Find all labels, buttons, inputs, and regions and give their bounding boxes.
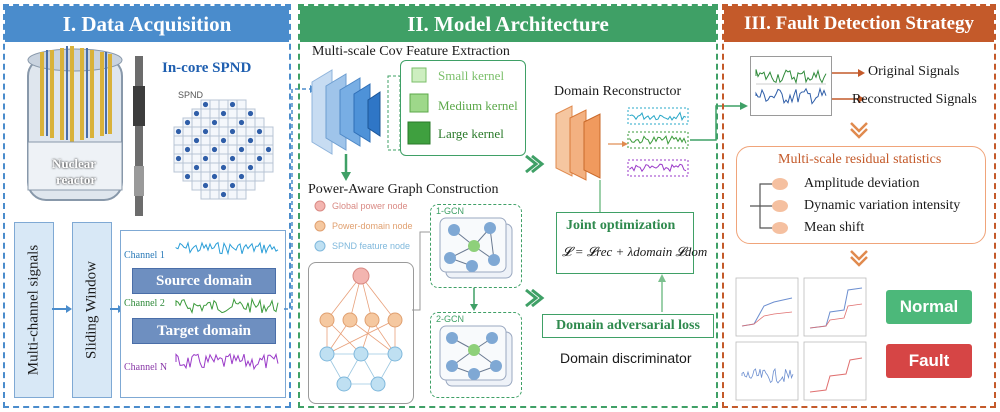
source-domain-label: Source domain (156, 272, 252, 289)
panel-1-header: I. Data Acquisition (5, 6, 289, 42)
kernel-large-label: Large kernel (438, 126, 504, 141)
connector-graph-to-gcn (412, 231, 430, 311)
gcn-1-box (430, 204, 522, 288)
nuclear-reactor-illustration (27, 46, 123, 201)
channel-n-label: Channel N (124, 362, 168, 373)
core-map-grid (173, 99, 274, 200)
panel-model-architecture: II. Model Architecture (298, 4, 718, 408)
arrow-signals-to-window (52, 305, 72, 313)
legend-global-power-node: Global power node (332, 201, 408, 211)
kernel-medium-label: Medium kernel (438, 98, 518, 113)
reactor-label-line-2: reactor (56, 172, 97, 187)
kernel-cubes (407, 67, 431, 145)
residual-bracket (750, 178, 788, 234)
adversarial-loss-box: Domain adversarial loss (542, 314, 714, 338)
legend-power-domain-node: Power-domain node (332, 221, 413, 231)
spnd-tag: SPND (178, 90, 204, 100)
hierarchy-graph-box (308, 262, 414, 404)
multi-channel-signals-box: Multi-channel signals (14, 222, 54, 398)
incore-spnd-label: In-core SPND (162, 60, 252, 76)
chevron-down-icon (850, 122, 868, 139)
adversarial-loss-label: Domain adversarial loss (556, 318, 700, 333)
normal-label: Normal (899, 297, 959, 316)
channel-1-label: Channel 1 (124, 250, 165, 261)
channel-2-label: Channel 2 (124, 298, 165, 309)
chevron-down-icon-2 (850, 250, 868, 267)
reconstructed-signals-label: Reconstructed Signals (852, 92, 977, 107)
arrow-conv-to-graph (341, 154, 351, 181)
reconstructor-output-waves (627, 107, 689, 177)
panel-3-header: III. Fault Detection Strategy (724, 6, 994, 42)
original-signals-label: Original Signals (868, 64, 960, 79)
stat-amplitude-deviation: Amplitude deviation (804, 176, 920, 191)
hierarchy-graph (319, 267, 403, 392)
fault-result-box: Fault (886, 344, 972, 378)
conv-title: Multi-scale Cov Feature Extraction (312, 44, 510, 59)
signal-comparison-box (750, 56, 832, 116)
loss-formula: 𝓛 = 𝓛rec + λdomain 𝓛dom (562, 244, 708, 259)
connector-adv-to-joint (658, 274, 666, 312)
kernel-small-label: Small kernel (438, 68, 505, 83)
residual-statistics-title: Multi-scale residual statistics (778, 152, 942, 167)
source-domain-box: Source domain (132, 268, 276, 294)
channels-box (120, 230, 286, 398)
reactor-label-line-1: Nuclear (52, 156, 97, 171)
panel-3-title: III. Fault Detection Strategy (743, 13, 975, 34)
multi-channel-signals-label: Multi-channel signals (25, 244, 42, 376)
connector-recon-to-joint (599, 180, 601, 212)
domain-discriminator-label: Domain discriminator (560, 350, 692, 366)
gcn-1-graph (439, 217, 513, 279)
gcn-1-label: 1-GCN (436, 206, 465, 216)
gcn-2-box (430, 312, 522, 398)
gcn-2-graph (439, 325, 513, 387)
joint-optimization-label: Joint optimization (566, 218, 676, 233)
graph-title: Power-Aware Graph Construction (308, 182, 499, 197)
chevron-right-icon (525, 154, 545, 174)
result-thumbnails (735, 277, 867, 401)
arrow-original (832, 69, 865, 77)
target-domain-label: Target domain (156, 322, 252, 339)
legend-spnd-feature-node: SPND feature node (332, 241, 411, 251)
connector-model-to-strategy (690, 102, 748, 141)
fault-label: Fault (908, 351, 950, 370)
channel-waveforms (175, 241, 279, 371)
panel-1-title: I. Data Acquisition (62, 11, 232, 36)
domain-reconstructor-label: Domain Reconstructor (554, 84, 682, 99)
joint-optimization-box (556, 212, 694, 274)
arrow-reconstructed (832, 95, 865, 103)
target-domain-box: Target domain (132, 318, 276, 344)
sliding-window-label: Sliding Window (83, 261, 100, 359)
node-legend-dots (314, 200, 326, 252)
stat-mean-shift: Mean shift (804, 220, 865, 235)
sliding-window-box: Sliding Window (72, 222, 112, 398)
signal-comparison-waves (755, 68, 827, 105)
stat-dynamic-variation: Dynamic variation intensity (804, 198, 961, 213)
reconstructor-blocks (555, 105, 628, 181)
panel-2-title: II. Model Architecture (407, 11, 609, 36)
chevron-right-icon-2 (525, 288, 545, 308)
gcn-2-label: 2-GCN (436, 314, 465, 324)
panel-2-header: II. Model Architecture (300, 6, 716, 42)
panel-fault-detection-strategy: III. Fault Detection Strategy (722, 4, 996, 408)
spnd-probe-illustration (133, 56, 145, 216)
arrow-gcn1-to-gcn2 (470, 288, 478, 311)
conv-feature-blocks (311, 69, 401, 155)
normal-result-box: Normal (886, 290, 972, 324)
